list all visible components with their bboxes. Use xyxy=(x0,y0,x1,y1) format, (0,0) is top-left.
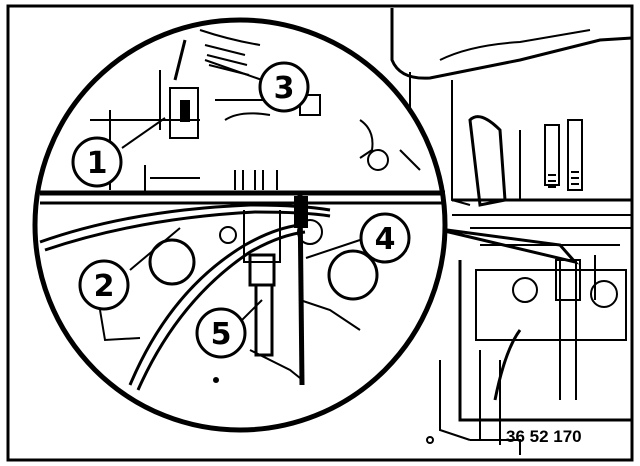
magnifier-leader xyxy=(431,226,580,265)
callout-5: 5 xyxy=(195,307,247,359)
magnifier-circle xyxy=(32,17,448,433)
figure-reference-number: 36 52 170 xyxy=(506,427,582,446)
callout-4: 4 xyxy=(359,212,411,264)
detail-contents xyxy=(39,29,445,391)
image-frame xyxy=(6,4,634,462)
callout-3: 3 xyxy=(258,61,310,113)
leader-line-3 xyxy=(204,59,263,81)
leader-line-2 xyxy=(129,227,181,271)
callout-5-number: 5 xyxy=(211,317,232,352)
callout-2-number: 2 xyxy=(94,269,115,304)
leader-line-4 xyxy=(305,239,361,259)
callout-1-number: 1 xyxy=(87,146,108,181)
callout-2: 2 xyxy=(78,259,130,311)
callout-4-number: 4 xyxy=(375,222,396,257)
background-assembly xyxy=(390,8,633,455)
leader-line-1 xyxy=(121,117,166,149)
callout-1: 1 xyxy=(71,136,123,188)
callout-3-number: 3 xyxy=(274,71,295,106)
